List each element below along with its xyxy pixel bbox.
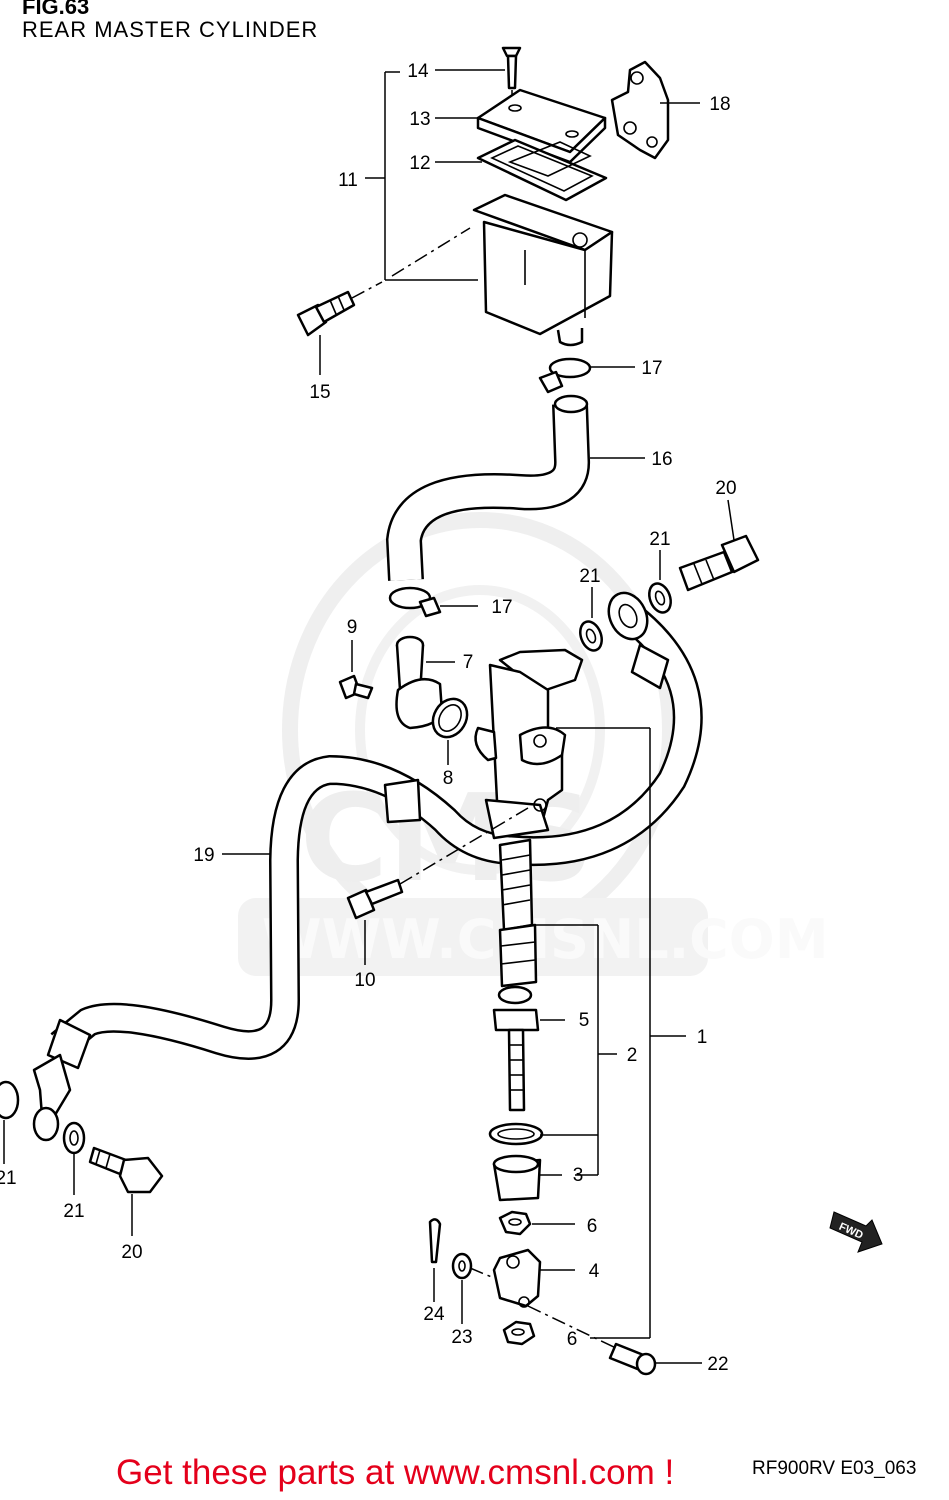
- part-15-bolt: [296, 281, 383, 375]
- callout-number: 1: [697, 1027, 708, 1048]
- callout-number: 17: [491, 597, 512, 618]
- callout-number: 19: [193, 845, 214, 866]
- part-9-screw: [338, 640, 374, 700]
- callout-number: 6: [567, 1329, 578, 1350]
- part-21-washer-upper-mid: [579, 587, 603, 652]
- banjo-fitting-upper: [607, 591, 649, 641]
- part-11-reservoir: [472, 193, 614, 347]
- figure-number: FIG.63: [22, 0, 90, 19]
- forward-direction-icon: FWD: [829, 1211, 883, 1253]
- part-21-washer-upper-right: [648, 550, 672, 614]
- piston-assembly: [498, 838, 538, 988]
- part-4-clevis: [492, 1248, 621, 1351]
- callout-number: 13: [409, 109, 430, 130]
- assembly-brackets: [535, 727, 686, 1339]
- callout-number: 10: [354, 970, 375, 991]
- callout-number: 20: [121, 1242, 142, 1263]
- callout-number: 8: [443, 768, 454, 789]
- callout-number: 17: [641, 358, 662, 379]
- callout-number: 16: [651, 449, 672, 470]
- part-23-washer: [451, 1252, 495, 1324]
- callout-number: 14: [407, 61, 429, 82]
- callout-number: 21: [579, 566, 600, 587]
- part-24-cotter-pin: [428, 1218, 442, 1302]
- part-10-bolt: [346, 807, 529, 965]
- callout-number: 9: [347, 617, 358, 638]
- part-5-push-rod: [492, 985, 565, 1112]
- part-16-reservoir-hose: [385, 394, 645, 581]
- circlip: [488, 1122, 544, 1146]
- reservoir-assembly-bracket: [365, 71, 478, 281]
- callout-number: 12: [409, 153, 430, 174]
- callout-number: 22: [707, 1354, 728, 1375]
- callout-number: 15: [309, 382, 330, 403]
- part-12-diaphragm: [435, 138, 608, 202]
- catalog-code: RF900RV E03_063: [752, 1458, 917, 1479]
- callout-number: 6: [587, 1216, 598, 1237]
- watermark-url-text: WWW.CMSNL.COM: [262, 908, 828, 971]
- part-3-boot: [492, 1154, 562, 1202]
- callout-number: 21: [649, 529, 670, 550]
- part-7-connector: [395, 635, 455, 730]
- callout-number: 20: [715, 478, 736, 499]
- callout-labels: 1413121118151716202121179781910521212120…: [0, 61, 737, 1375]
- part-13-reservoir-cap: [435, 88, 607, 164]
- promo-link[interactable]: Get these parts at www.cmsnl.com !: [116, 1453, 675, 1492]
- part-21-washer-lower-mid: [62, 1121, 86, 1195]
- callout-number: 21: [63, 1201, 84, 1222]
- part-17-hose-clamp-upper: [538, 357, 635, 394]
- callout-number: 4: [589, 1261, 600, 1282]
- part-17-hose-clamp-lower: [388, 586, 478, 618]
- callout-number: 2: [627, 1045, 638, 1066]
- callout-number: 7: [463, 652, 474, 673]
- part-18-bracket: [610, 60, 700, 160]
- callout-number: 5: [579, 1010, 590, 1031]
- part-8-o-ring: [431, 697, 469, 765]
- part-14-screw: [435, 46, 522, 102]
- figure-title: REAR MASTER CYLINDER: [22, 17, 319, 42]
- part-6-nut-upper: [498, 1210, 575, 1236]
- part-6-nut-lower: [502, 1320, 536, 1346]
- callout-number: 18: [709, 94, 730, 115]
- part-20-banjo-bolt-lower: [88, 1146, 164, 1236]
- callout-number: 23: [451, 1327, 472, 1348]
- callout-number: 21: [0, 1168, 17, 1189]
- part-22-clevis-pin: [608, 1342, 702, 1376]
- part-21-washer-lower-left: [0, 1080, 20, 1164]
- part-20-banjo-bolt-upper: [678, 499, 760, 592]
- banjo-fitting-lower: [32, 1053, 72, 1142]
- master-cylinder-body: [474, 648, 584, 840]
- callout-number: 24: [423, 1304, 445, 1325]
- callout-number: 11: [338, 170, 358, 191]
- callout-number: 3: [573, 1165, 584, 1186]
